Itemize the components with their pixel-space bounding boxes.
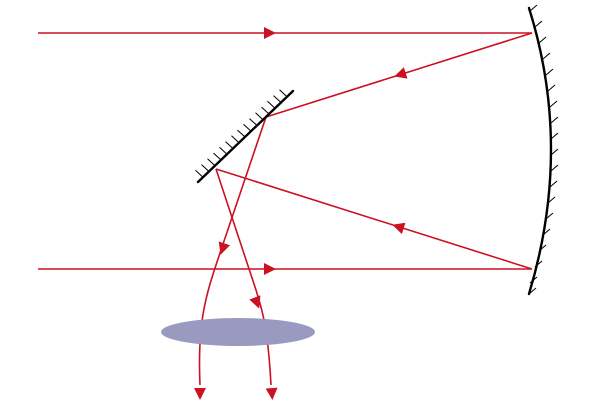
primary-mirror-hatching (528, 4, 559, 295)
secondary-mirror (195, 89, 295, 184)
secondary-mirror-hatching (195, 89, 288, 178)
primary-mirror (527, 4, 559, 296)
secondary-mirror-surface (196, 89, 295, 184)
output-ray-left (198, 116, 267, 386)
incoming-rays (38, 32, 532, 270)
primary-mirror-surface (527, 6, 553, 296)
lens (161, 318, 315, 346)
reflected-ray-bottom (215, 168, 533, 270)
